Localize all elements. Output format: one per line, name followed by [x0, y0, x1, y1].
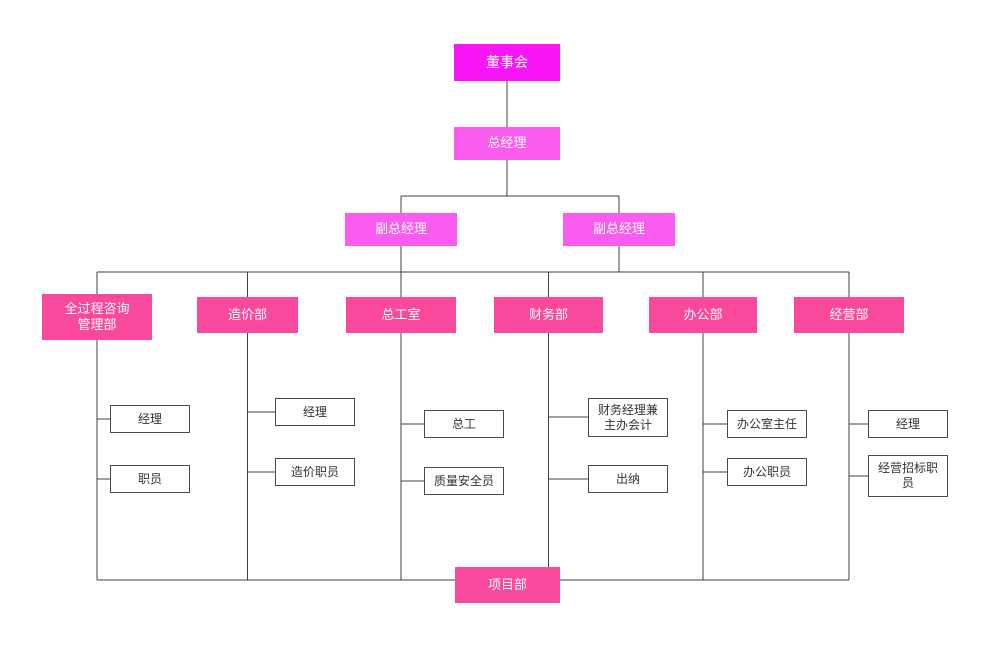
node-quality-safety-officer: 质量安全员	[424, 467, 504, 495]
node-cost-staff: 造价职员	[275, 458, 355, 486]
node-cost-manager: 经理	[275, 398, 355, 426]
node-operations-manager: 经理	[868, 410, 948, 438]
node-deputy-manager-1: 副总经理	[345, 213, 457, 246]
node-deputy-manager-2: 副总经理	[563, 213, 675, 246]
node-office-director: 办公室主任	[727, 410, 807, 438]
node-dept-finance: 财务部	[494, 297, 603, 333]
node-bidding-staff: 经营招标职 员	[868, 455, 948, 497]
node-project-department: 项目部	[455, 567, 560, 603]
node-office-staff: 办公职员	[727, 458, 807, 486]
node-dept-operations: 经营部	[794, 297, 904, 333]
node-dept-consulting-management: 全过程咨询 管理部	[42, 294, 152, 340]
node-board-of-directors: 董事会	[454, 44, 560, 81]
node-chief-engineer: 总工	[424, 410, 504, 438]
node-general-manager: 总经理	[454, 127, 560, 160]
node-cashier: 出纳	[588, 465, 668, 493]
node-consulting-manager: 经理	[110, 405, 190, 433]
node-finance-manager-accountant: 财务经理兼 主办会计	[588, 398, 668, 437]
node-dept-chief-engineer-office: 总工室	[346, 297, 456, 333]
node-dept-office: 办公部	[649, 297, 757, 333]
node-dept-cost: 造价部	[197, 297, 298, 333]
node-consulting-staff: 职员	[110, 465, 190, 493]
